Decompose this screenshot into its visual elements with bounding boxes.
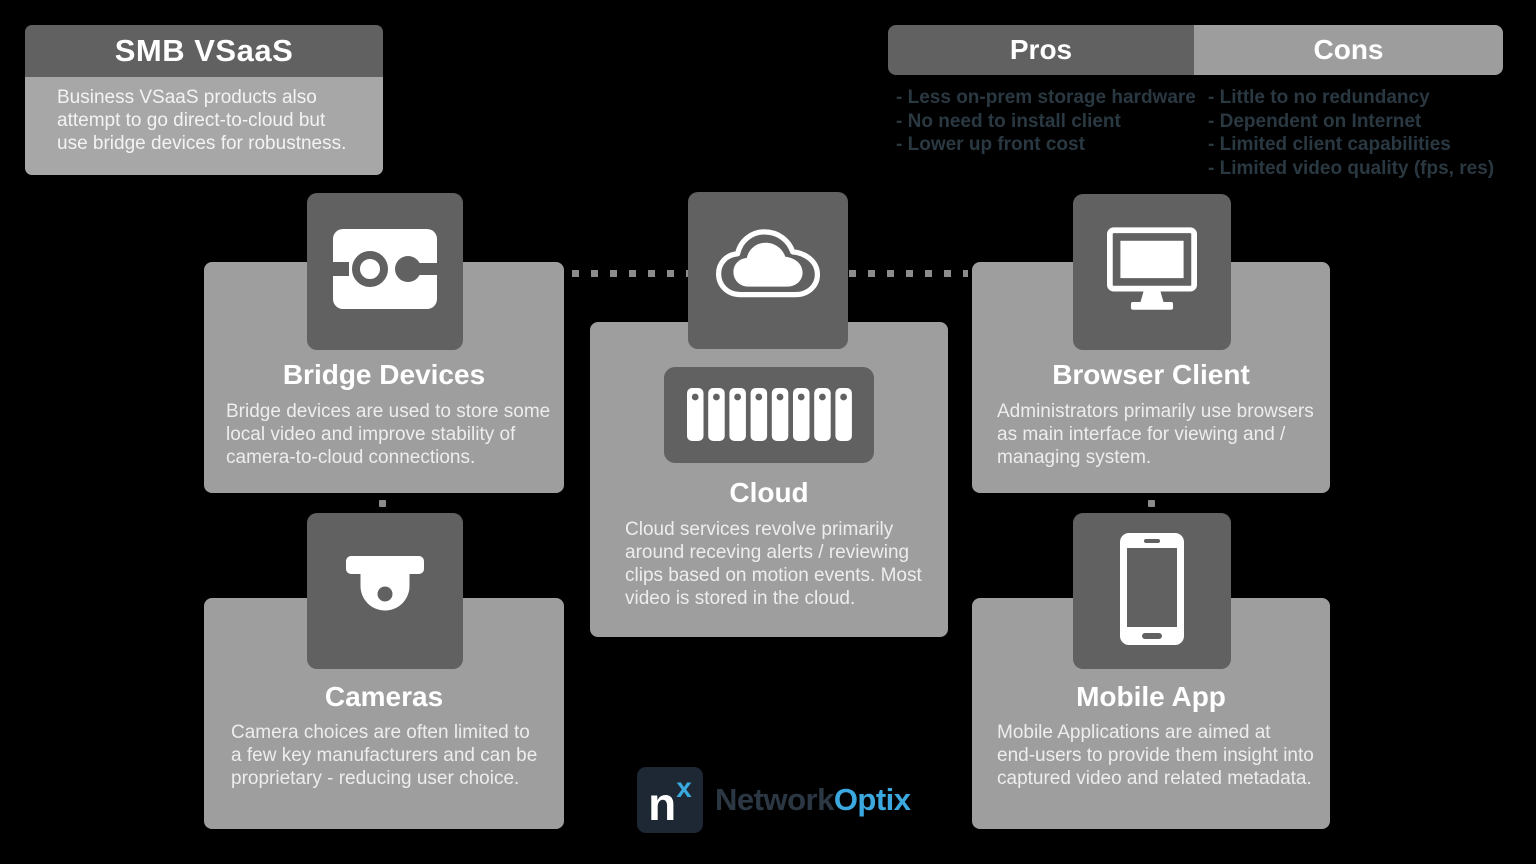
dome-camera-icon xyxy=(346,555,424,627)
bridge-devices-title: Bridge Devices xyxy=(282,359,486,390)
pros-item: - Lower up front cost xyxy=(896,134,1085,155)
pros-header: Pros xyxy=(888,25,1194,75)
nx-letter-n: n xyxy=(648,778,677,830)
cameras-description: Camera choices are often limited to a fe… xyxy=(231,722,538,789)
browser-client-title: Browser Client xyxy=(1052,359,1250,390)
smartphone-icon xyxy=(1120,532,1184,650)
cloud-description: Cloud services revolve primarily around … xyxy=(625,519,922,609)
smb-vsaas-header: SMB VSaaS xyxy=(25,25,383,77)
pros-list: - Less on-prem storage hardware - No nee… xyxy=(896,86,1196,157)
bridge-devices-tile xyxy=(307,193,463,350)
connector-dots-bridge-cloud xyxy=(572,270,688,277)
connector-dot-bridge-cameras xyxy=(379,500,386,507)
pros-label: Pros xyxy=(1009,34,1073,65)
brand-name-optix: Optix xyxy=(833,782,911,817)
mobile-app-title: Mobile App xyxy=(1076,681,1226,712)
bridge-devices-description: Bridge devices are used to store some lo… xyxy=(226,401,551,468)
cloud-icon xyxy=(711,224,825,317)
bridge-connector-icon xyxy=(333,229,437,314)
cons-header: Cons xyxy=(1194,25,1503,75)
brand-name: NetworkOptix xyxy=(715,782,911,818)
browser-client-tile xyxy=(1073,194,1231,350)
cons-label: Cons xyxy=(1313,34,1384,65)
network-optix-logo: n x NetworkOptix xyxy=(637,767,911,833)
server-rack-icon xyxy=(664,367,874,468)
smb-vsaas-title: SMB VSaaS xyxy=(114,33,294,68)
browser-client-description: Administrators primarily use browsers as… xyxy=(997,401,1314,468)
smb-vsaas-description: Business VSaaS products also attempt to … xyxy=(57,87,347,154)
cons-item: - Little to no redundancy xyxy=(1208,87,1430,108)
smb-vsaas-body: Business VSaaS products also attempt to … xyxy=(25,77,383,175)
nx-letter-x: x xyxy=(676,772,692,803)
cons-item: - Limited video quality (fps, res) xyxy=(1208,157,1495,179)
cameras-tile xyxy=(307,513,463,669)
desktop-monitor-icon xyxy=(1107,227,1197,317)
cloud-card: Cloud Cloud services revolve primarily a… xyxy=(590,322,948,637)
pros-item: - Less on-prem storage hardware xyxy=(896,87,1196,108)
cameras-title: Cameras xyxy=(324,681,444,712)
brand-name-network: Network xyxy=(715,782,834,817)
mobile-app-tile xyxy=(1073,513,1231,669)
nx-monogram: n x xyxy=(637,767,703,833)
cloud-tile xyxy=(688,192,848,349)
connector-dot-browser-mobile xyxy=(1148,500,1155,507)
cons-item: - Limited client capabilities xyxy=(1208,134,1451,155)
bridge-devices-card: Bridge Devices Bridge devices are used t… xyxy=(204,262,564,493)
connector-dots-cloud-browser xyxy=(849,270,968,277)
cons-item: - Dependent on Internet xyxy=(1208,110,1422,132)
cons-list: - Little to no redundancy - Dependent on… xyxy=(1208,86,1508,180)
mobile-app-description: Mobile Applications are aimed at end-use… xyxy=(997,722,1314,789)
smb-vsaas-card: SMB VSaaS Business VSaaS products also a… xyxy=(25,25,383,175)
pros-item: - No need to install client xyxy=(896,110,1121,132)
cloud-title: Cloud xyxy=(729,477,809,508)
